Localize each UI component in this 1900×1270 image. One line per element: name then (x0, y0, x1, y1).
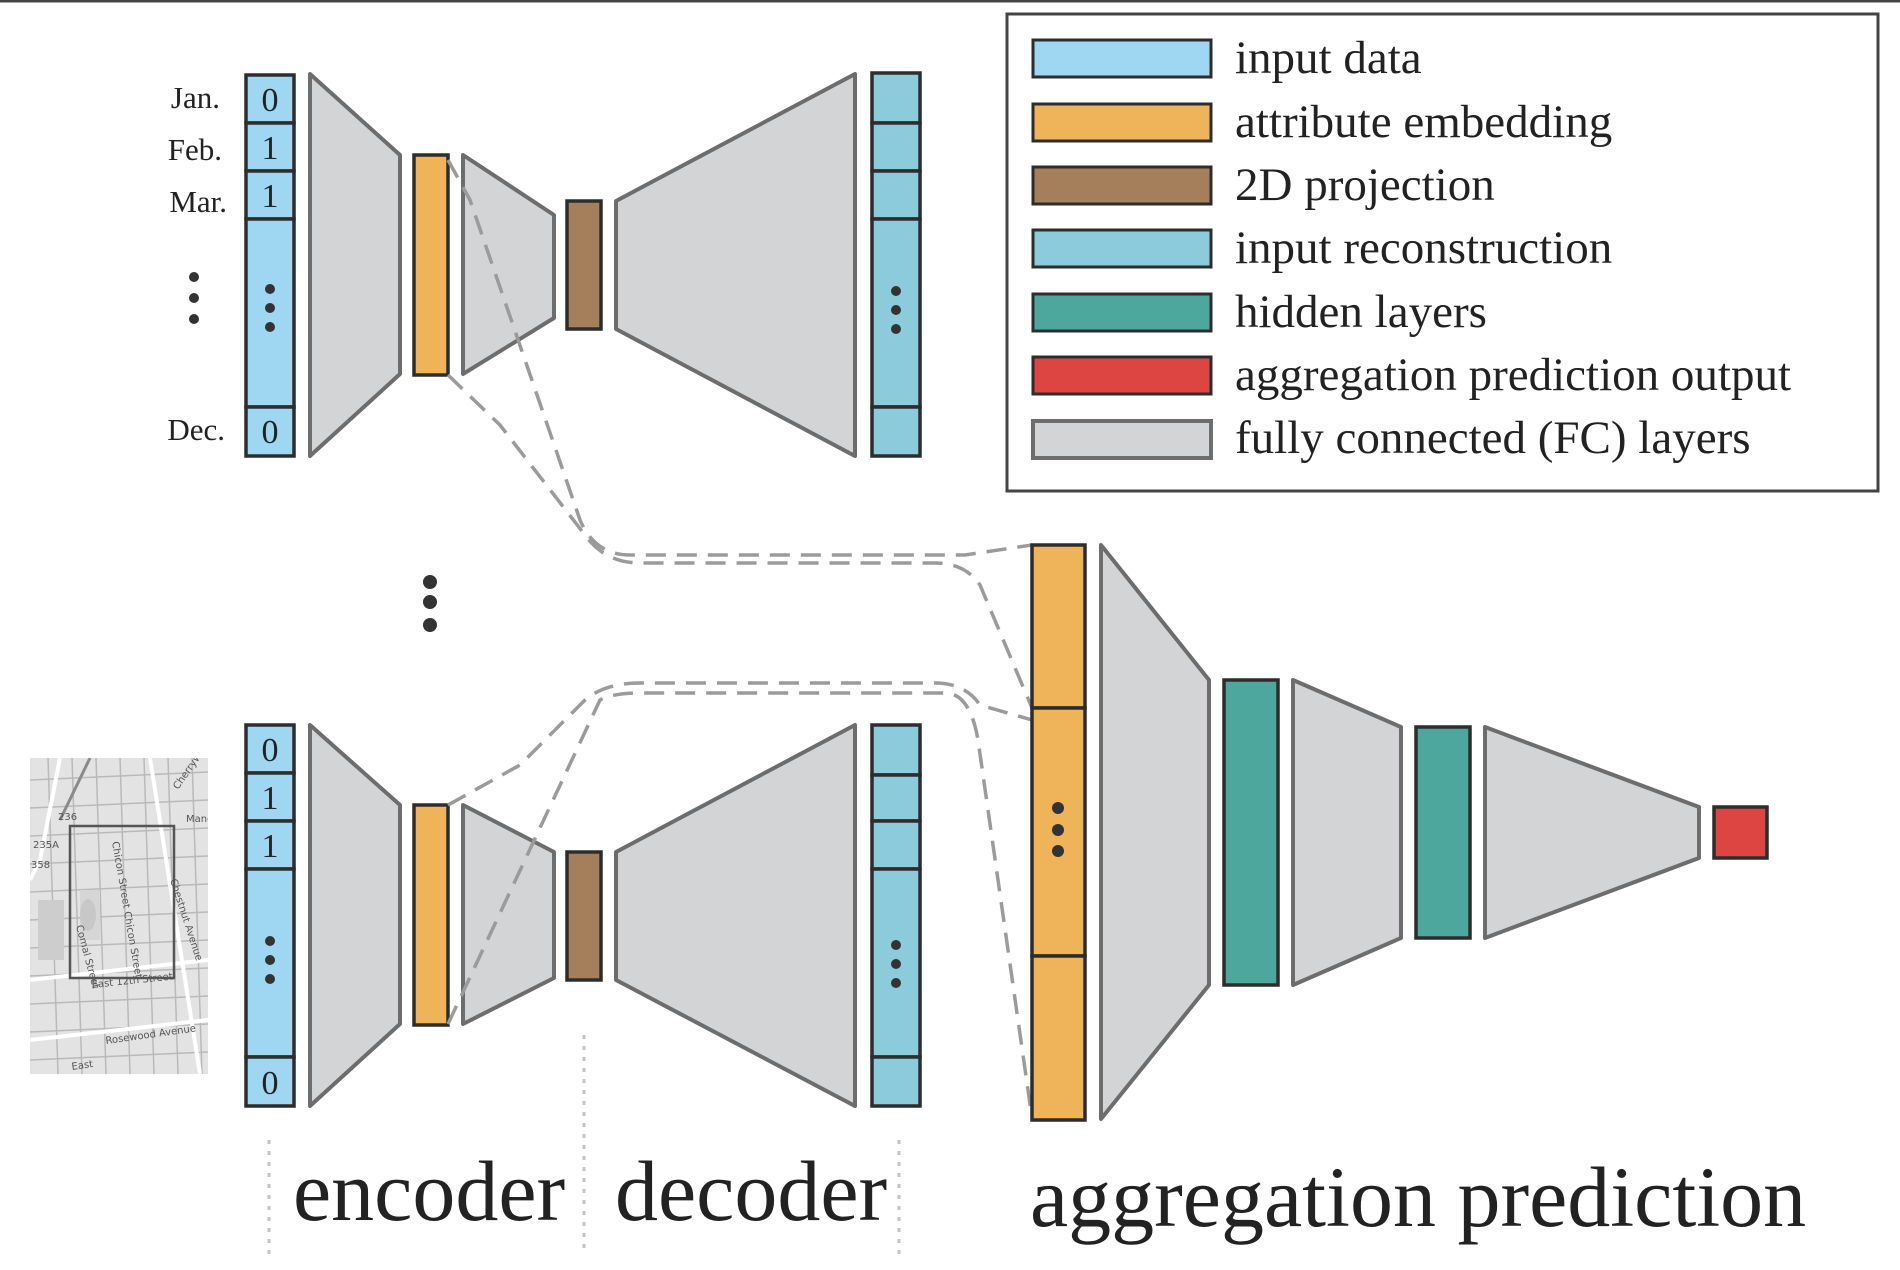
recon-cell-3 (870, 169, 922, 221)
input-value-jan: 0 (262, 82, 279, 119)
concat-embedding-top (1030, 543, 1087, 710)
recon-cell-3-b (870, 819, 922, 871)
legend-swatch-hidden-layers (1031, 292, 1213, 333)
2d-projection (565, 199, 603, 331)
month-label-mar: Mar. (169, 184, 227, 219)
input-value-feb: 1 (262, 130, 279, 167)
recon-cell-2-b (870, 773, 922, 823)
legend-swatch-fc-layers (1031, 419, 1213, 460)
input-cell-middle-b (244, 867, 296, 1059)
recon-cell-1 (870, 71, 922, 125)
reconstruction-column (870, 71, 922, 458)
legend-item-input-reconstruction: input reconstruction (1031, 222, 1612, 274)
recon-cell-last-b (870, 1055, 922, 1108)
fc-layer-agg-3 (1483, 725, 1701, 940)
legend-item-input-data: input data (1031, 32, 1422, 84)
fc-layer-agg-2 (1291, 678, 1403, 987)
aggregation-output (1712, 805, 1769, 860)
month-label-feb: Feb. (168, 132, 222, 167)
legend-label-attribute-embedding: attribute embedding (1235, 96, 1612, 148)
fc-layer-encoder-1 (308, 72, 402, 458)
legend-label-input-reconstruction: input reconstruction (1235, 222, 1612, 274)
fc-layer-encoder-2-b (461, 803, 556, 1026)
input-cell-feb-b (244, 771, 296, 823)
legend-swatch-aggregation-output (1031, 355, 1213, 396)
hidden-layer-1 (1222, 678, 1280, 987)
map-label-east: East (71, 1059, 94, 1073)
map-label-236: 236 (58, 812, 77, 823)
legend-label-input-data: input data (1235, 32, 1422, 84)
input-data-column-bottom: 0 1 1 0 (244, 723, 296, 1108)
legend-item-2d-projection: 2D projection (1031, 159, 1495, 211)
legend-item-hidden-layers: hidden layers (1031, 286, 1487, 338)
input-ellipsis-b (265, 936, 275, 984)
section-dividers (267, 1035, 901, 1255)
legend-label-hidden-layers: hidden layers (1235, 286, 1487, 338)
legend-swatch-input-reconstruction (1031, 228, 1213, 269)
2d-projection-b (565, 850, 603, 982)
concat-embedding-bottom (1030, 954, 1087, 1122)
fc-layer-encoder-1-b (308, 723, 402, 1108)
recon-ellipsis-b (891, 940, 901, 988)
fc-layer-decoder (614, 72, 857, 458)
input-cell-jan-b (244, 723, 296, 775)
legend-swatch-2d-projection (1031, 165, 1213, 206)
legend-label-fc-layers: fully connected (FC) layers (1235, 412, 1751, 464)
map-label-manor: Manor (186, 814, 218, 825)
section-label-aggregation: aggregation prediction (1030, 1149, 1806, 1245)
legend-item-attribute-embedding: attribute embedding (1031, 96, 1612, 148)
map-label-358: 358 (31, 860, 50, 871)
input-value-feb-b: 1 (262, 780, 279, 817)
aggregation-network (1030, 543, 1769, 1122)
reconstruction-column-bottom (870, 723, 922, 1108)
month-label-dec: Dec. (167, 412, 225, 447)
input-value-dec: 0 (262, 414, 279, 451)
fc-layer-agg-1 (1099, 543, 1211, 1121)
input-value-jan-b: 0 (262, 732, 279, 769)
input-cell-dec-b (244, 1055, 296, 1108)
section-label-encoder: encoder (293, 1143, 565, 1239)
input-data-column: 0 1 1 0 (244, 73, 296, 458)
fc-layer-decoder-b (614, 723, 857, 1108)
month-ellipsis (189, 272, 199, 324)
legend-swatch-attribute-embedding (1031, 102, 1213, 143)
map-thumbnail: 236 235A 358 Manor Cherrywood Chicon Str… (30, 758, 218, 1074)
map-label-235a: 235A (33, 840, 59, 851)
legend-item-aggregation-output: aggregation prediction output (1031, 349, 1791, 401)
input-cell-mar-b (244, 819, 296, 871)
legend-label-aggregation-output: aggregation prediction output (1235, 349, 1791, 401)
input-cell-feb (244, 121, 296, 173)
legend-label-2d-projection: 2D projection (1235, 159, 1495, 211)
recon-cell-1-b (870, 723, 922, 777)
embedding-connectors (446, 159, 1034, 1119)
attribute-embedding-b (412, 803, 450, 1027)
autoencoder-top: Jan. Feb. Mar. Dec. 0 1 1 0 (167, 71, 922, 458)
month-label-jan: Jan. (171, 80, 220, 115)
input-value-dec-b: 0 (262, 1065, 279, 1102)
legend: input data attribute embedding 2D projec… (1005, 12, 1880, 493)
recon-cell-2 (870, 121, 922, 173)
autoencoder-ellipsis (423, 575, 437, 632)
section-label-decoder: decoder (615, 1143, 887, 1239)
recon-ellipsis (891, 286, 901, 334)
concat-ellipsis (1052, 802, 1064, 857)
fc-layer-encoder-2 (461, 153, 556, 376)
hidden-layer-2 (1414, 725, 1472, 940)
input-value-mar-b: 1 (262, 828, 279, 865)
legend-item-fc-layers: fully connected (FC) layers (1031, 412, 1751, 464)
autoencoder-bottom: 0 1 1 0 (244, 723, 922, 1108)
input-ellipsis (265, 284, 275, 332)
input-value-mar: 1 (262, 178, 279, 215)
legend-swatch-input-data (1031, 38, 1213, 79)
attribute-embedding (412, 153, 450, 377)
recon-cell-last (870, 405, 922, 458)
input-cell-dec (244, 405, 296, 458)
